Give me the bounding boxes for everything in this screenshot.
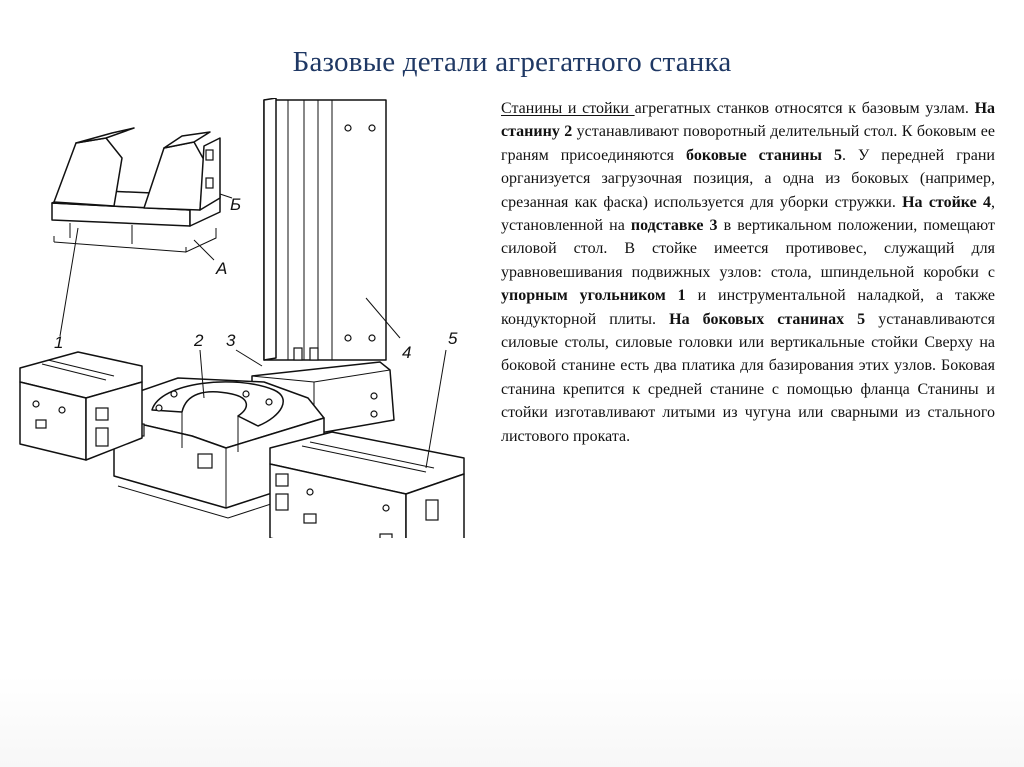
label-b: Б (230, 195, 241, 214)
side-bed-left-part-5 (19, 351, 143, 461)
text-run-10: в вертикальном положении, помещают силов… (501, 217, 996, 281)
text-run-4: устанавливают поворотный делительный сто… (501, 123, 996, 164)
text-run-9: подставке 3 (630, 217, 718, 235)
text-run-7: На стойке 4 (902, 193, 991, 211)
text-run-14: устанавливаются силовые столы, силовые г… (501, 310, 996, 445)
angle-bracket-part-1 (51, 127, 221, 253)
slide-title: Базовые детали агрегатного станка (292, 46, 732, 78)
label-3: 3 (226, 331, 236, 350)
label-4: 4 (402, 343, 411, 362)
text-run-1: Станины и стойки (501, 100, 635, 117)
text-run-13: На боковых станинах 5 (669, 310, 866, 328)
text-run-8: , установленной на (501, 193, 995, 235)
label-a: А (215, 259, 227, 278)
label-2: 2 (193, 331, 204, 350)
text-run-2: агрегатных станков относятся к базовым у… (634, 100, 975, 117)
side-bed-right-part-5 (269, 431, 465, 569)
text-run-12: и инструментальной наладкой, а также кон… (501, 287, 996, 328)
description-paragraph: Станины и стойки агрегатных станков отно… (501, 97, 995, 448)
text-run-5: боковые станины 5 (686, 146, 842, 164)
text-run-6: . У передней грани организуется загрузоч… (501, 146, 995, 211)
text-run-11: упорным угольником 1 (501, 287, 686, 305)
label-5: 5 (448, 329, 458, 348)
label-1: 1 (54, 333, 63, 352)
column-part-4 (263, 97, 387, 361)
machine-base-parts-drawing: Б А 1 2 3 4 5 (14, 97, 494, 569)
text-run-3: На станину 2 (501, 100, 996, 141)
